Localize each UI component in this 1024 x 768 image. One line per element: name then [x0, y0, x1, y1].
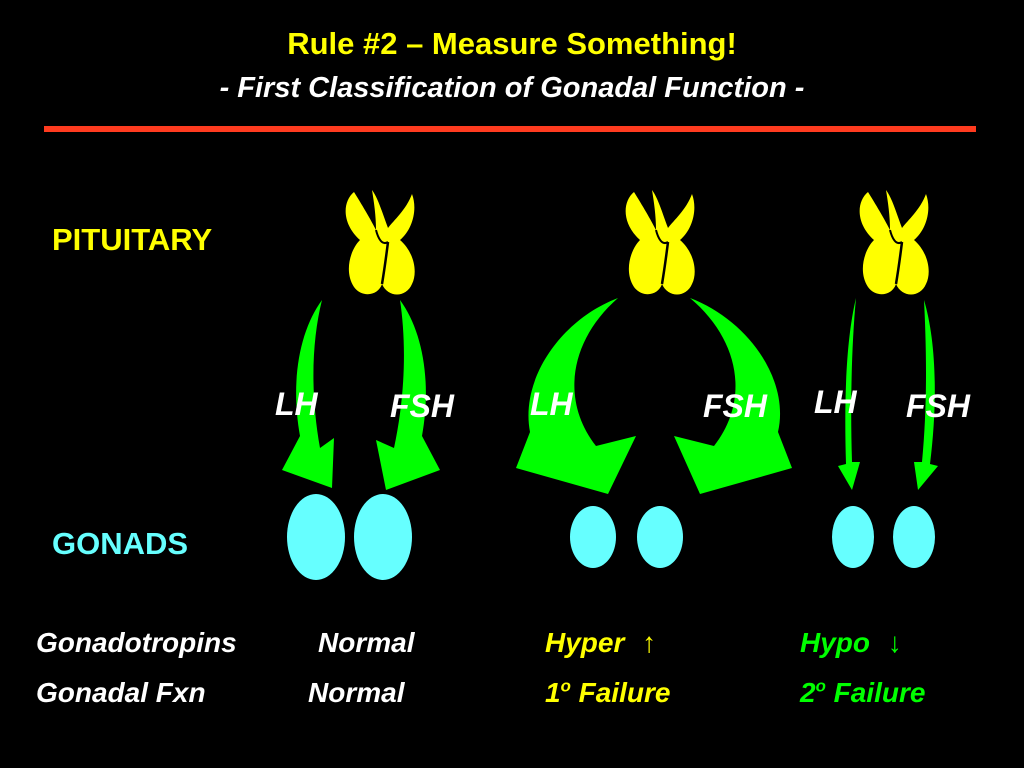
- gonadal-fxn-secondary: 2o Failure: [800, 677, 925, 709]
- lh-arrow-hypo: [838, 298, 860, 490]
- gonadotropins-normal: Normal: [318, 627, 415, 658]
- gonad-normal-right: [354, 494, 412, 580]
- lh-arrow-normal: [282, 300, 334, 488]
- fsh-label-normal: FSH: [390, 388, 454, 424]
- secondary-failure-text: Failure: [825, 677, 926, 708]
- slide-subtitle: - First Classification of Gonadal Functi…: [219, 72, 805, 104]
- lh-label-hyper: LH: [530, 386, 573, 422]
- primary-degree: o: [560, 676, 571, 696]
- slide-title: Rule #2 – Measure Something!: [287, 26, 737, 61]
- gonadotropins-hypo: Hypo ↓: [800, 627, 902, 659]
- fsh-arrow-hyper: [674, 298, 792, 494]
- gonad-hypo-left: [832, 506, 874, 568]
- down-arrow-icon: ↓: [887, 627, 902, 658]
- title-divider: [44, 126, 976, 132]
- pituitary-gland-hypo: [858, 188, 930, 296]
- fsh-arrow-hypo: [914, 300, 938, 490]
- fsh-label-hypo: FSH: [906, 388, 970, 424]
- lh-label-normal: LH: [275, 386, 318, 422]
- gonad-hyper-right: [637, 506, 683, 568]
- gonad-hyper-left: [570, 506, 616, 568]
- hypo-text: Hypo: [800, 627, 870, 658]
- primary-failure-text: Failure: [570, 677, 671, 708]
- gonadal-fxn-normal: Normal: [308, 677, 405, 708]
- fsh-arrow-normal: [376, 300, 440, 490]
- fsh-label-hyper: FSH: [703, 388, 767, 424]
- pituitary-gland-hyper: [624, 188, 696, 296]
- gonad-normal-left: [287, 494, 345, 580]
- gonadotropins-label: Gonadotropins: [36, 627, 237, 658]
- primary-number: 1: [545, 677, 561, 708]
- gonad-hypo-right: [893, 506, 935, 568]
- gonads-label: GONADS: [52, 526, 189, 561]
- gonadotropins-hyper: Hyper ↑: [545, 627, 656, 659]
- gonadal-fxn-label: Gonadal Fxn: [36, 677, 206, 708]
- pituitary-gland-normal: [344, 188, 416, 296]
- hyper-text: Hyper: [545, 627, 625, 658]
- lh-arrow-hyper: [516, 298, 636, 494]
- gonadal-fxn-primary: 1o Failure: [545, 677, 670, 709]
- secondary-degree: o: [815, 676, 826, 696]
- secondary-number: 2: [800, 677, 816, 708]
- lh-label-hypo: LH: [814, 384, 857, 420]
- up-arrow-icon: ↑: [642, 627, 657, 658]
- pituitary-label: PITUITARY: [52, 222, 213, 257]
